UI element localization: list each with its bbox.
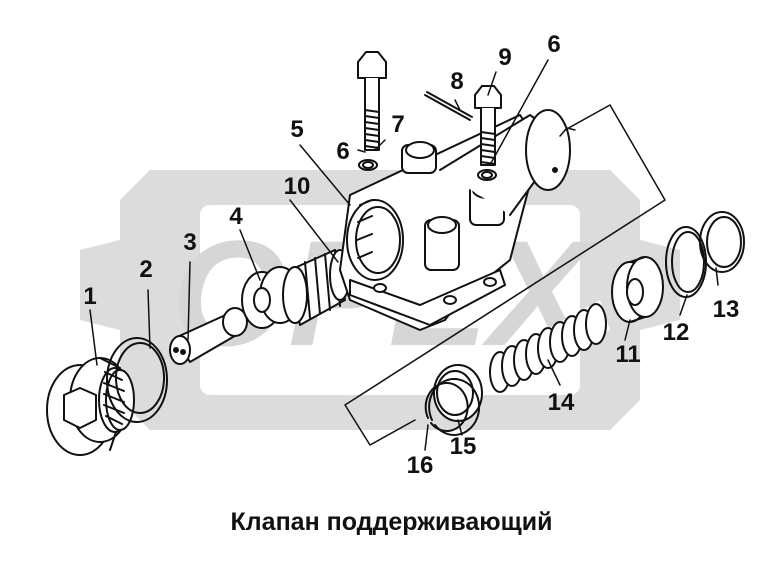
part-10-plunger bbox=[282, 249, 351, 326]
part-13-ring bbox=[699, 211, 745, 273]
callout-part-10: 10 bbox=[283, 173, 311, 200]
callout-part-1: 1 bbox=[83, 283, 97, 310]
part-7-bolt bbox=[357, 51, 387, 151]
part-11-cup bbox=[611, 256, 664, 323]
callout-part-15: 15 bbox=[449, 433, 477, 460]
callout-part-3: 3 bbox=[183, 229, 197, 256]
callout-part-5: 5 bbox=[290, 116, 304, 143]
callout-part-13: 13 bbox=[712, 296, 740, 323]
leader-lines bbox=[89, 59, 719, 451]
part-6-washer-right bbox=[477, 169, 497, 181]
callout-part-16: 16 bbox=[406, 452, 434, 479]
part-8-wire bbox=[424, 91, 473, 121]
callout-part-9: 9 bbox=[498, 44, 512, 71]
callout-part-4: 4 bbox=[229, 203, 243, 230]
part-14-spring bbox=[489, 300, 610, 393]
cover-tube bbox=[439, 109, 571, 216]
callout-part-6-left: 6 bbox=[336, 138, 350, 165]
part-1-plug bbox=[46, 357, 135, 456]
part-16-circlip bbox=[424, 377, 481, 436]
callout-part-11: 11 bbox=[615, 341, 641, 368]
callout-part-12: 12 bbox=[662, 319, 690, 346]
callout-part-14: 14 bbox=[547, 389, 575, 416]
callout-part-7: 7 bbox=[391, 111, 405, 138]
part-9-bolt bbox=[474, 85, 502, 166]
callout-part-6-right: 6 bbox=[547, 31, 561, 58]
part-6-washer-left bbox=[358, 159, 378, 171]
part-2-washer bbox=[106, 337, 168, 423]
callout-part-8: 8 bbox=[450, 68, 464, 95]
diagram-caption: Клапан поддерживающий bbox=[230, 508, 553, 536]
callout-part-2: 2 bbox=[139, 256, 153, 283]
part-3-pin bbox=[169, 307, 248, 365]
